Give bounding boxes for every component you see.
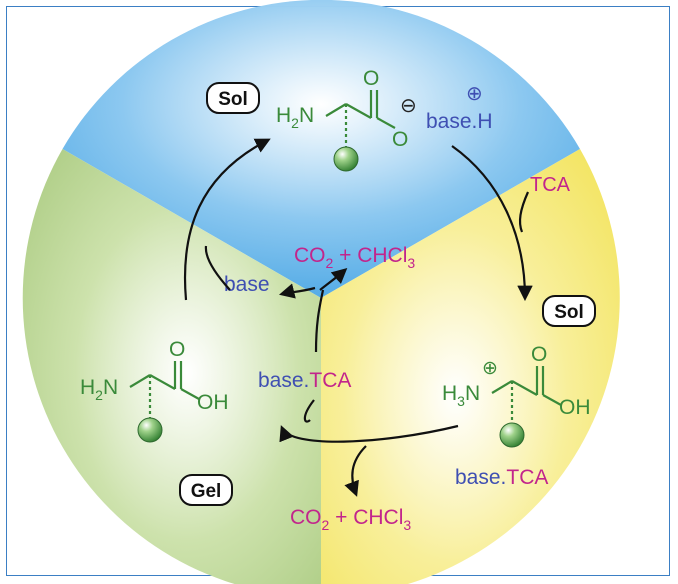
svg-text:H2N: H2N bbox=[276, 104, 314, 131]
svg-text:O: O bbox=[392, 128, 408, 151]
arrow-right-to-left bbox=[279, 424, 459, 443]
arrow-base-tca-up bbox=[314, 289, 325, 353]
arrow-base-return bbox=[204, 245, 231, 291]
molecule-carboxylate: H2N O O ⊖ bbox=[276, 67, 417, 172]
svg-text:⊖: ⊖ bbox=[400, 95, 417, 117]
co2-chcl3-bottom: CO2 + CHCl3 bbox=[290, 506, 411, 533]
center-base-tca: base.TCA bbox=[258, 369, 351, 392]
right-base-tca: base.TCA bbox=[455, 466, 548, 489]
co2-chcl3-center: CO2 + CHCl3 bbox=[294, 244, 415, 271]
arrow-top-to-right bbox=[451, 145, 533, 302]
arrow-left-to-top bbox=[183, 138, 271, 301]
phase-label-sol-top: Sol bbox=[206, 82, 260, 114]
svg-text:H2N: H2N bbox=[80, 376, 118, 403]
svg-text:O: O bbox=[531, 343, 547, 366]
phase-circle bbox=[22, 0, 620, 584]
svg-text:O: O bbox=[169, 338, 185, 361]
arrow-base-release bbox=[279, 283, 316, 299]
svg-text:O: O bbox=[363, 67, 379, 90]
arrow-co2-release-center bbox=[319, 267, 348, 291]
phase-label-sol-right: Sol bbox=[542, 295, 596, 327]
top-plus-sign: ⊕ bbox=[466, 83, 483, 105]
svg-text:Sol: Sol bbox=[554, 302, 584, 323]
phase-label-gel: Gel bbox=[179, 474, 233, 506]
molecule-amino-acid: H2N O OH bbox=[80, 338, 229, 443]
base-released-label: base bbox=[224, 273, 270, 296]
arrow-tca-in bbox=[518, 191, 530, 233]
top-base-h: base.H bbox=[426, 110, 493, 133]
tca-added-label: TCA bbox=[530, 174, 571, 196]
svg-text:OH: OH bbox=[559, 396, 591, 419]
svg-text:OH: OH bbox=[197, 391, 229, 414]
arrow-co2-release-bottom bbox=[344, 445, 367, 497]
svg-text:Sol: Sol bbox=[218, 89, 248, 110]
svg-text:⊕: ⊕ bbox=[482, 358, 498, 379]
sector-sol-salt bbox=[321, 149, 620, 584]
sector-gel bbox=[22, 149, 321, 584]
svg-text:Gel: Gel bbox=[191, 481, 222, 502]
cycle-arrows bbox=[183, 138, 533, 497]
molecule-ammonium: H3N ⊕ O OH bbox=[442, 343, 591, 448]
arrow-base-tca-out bbox=[303, 399, 315, 423]
svg-text:H3N: H3N bbox=[442, 382, 480, 409]
